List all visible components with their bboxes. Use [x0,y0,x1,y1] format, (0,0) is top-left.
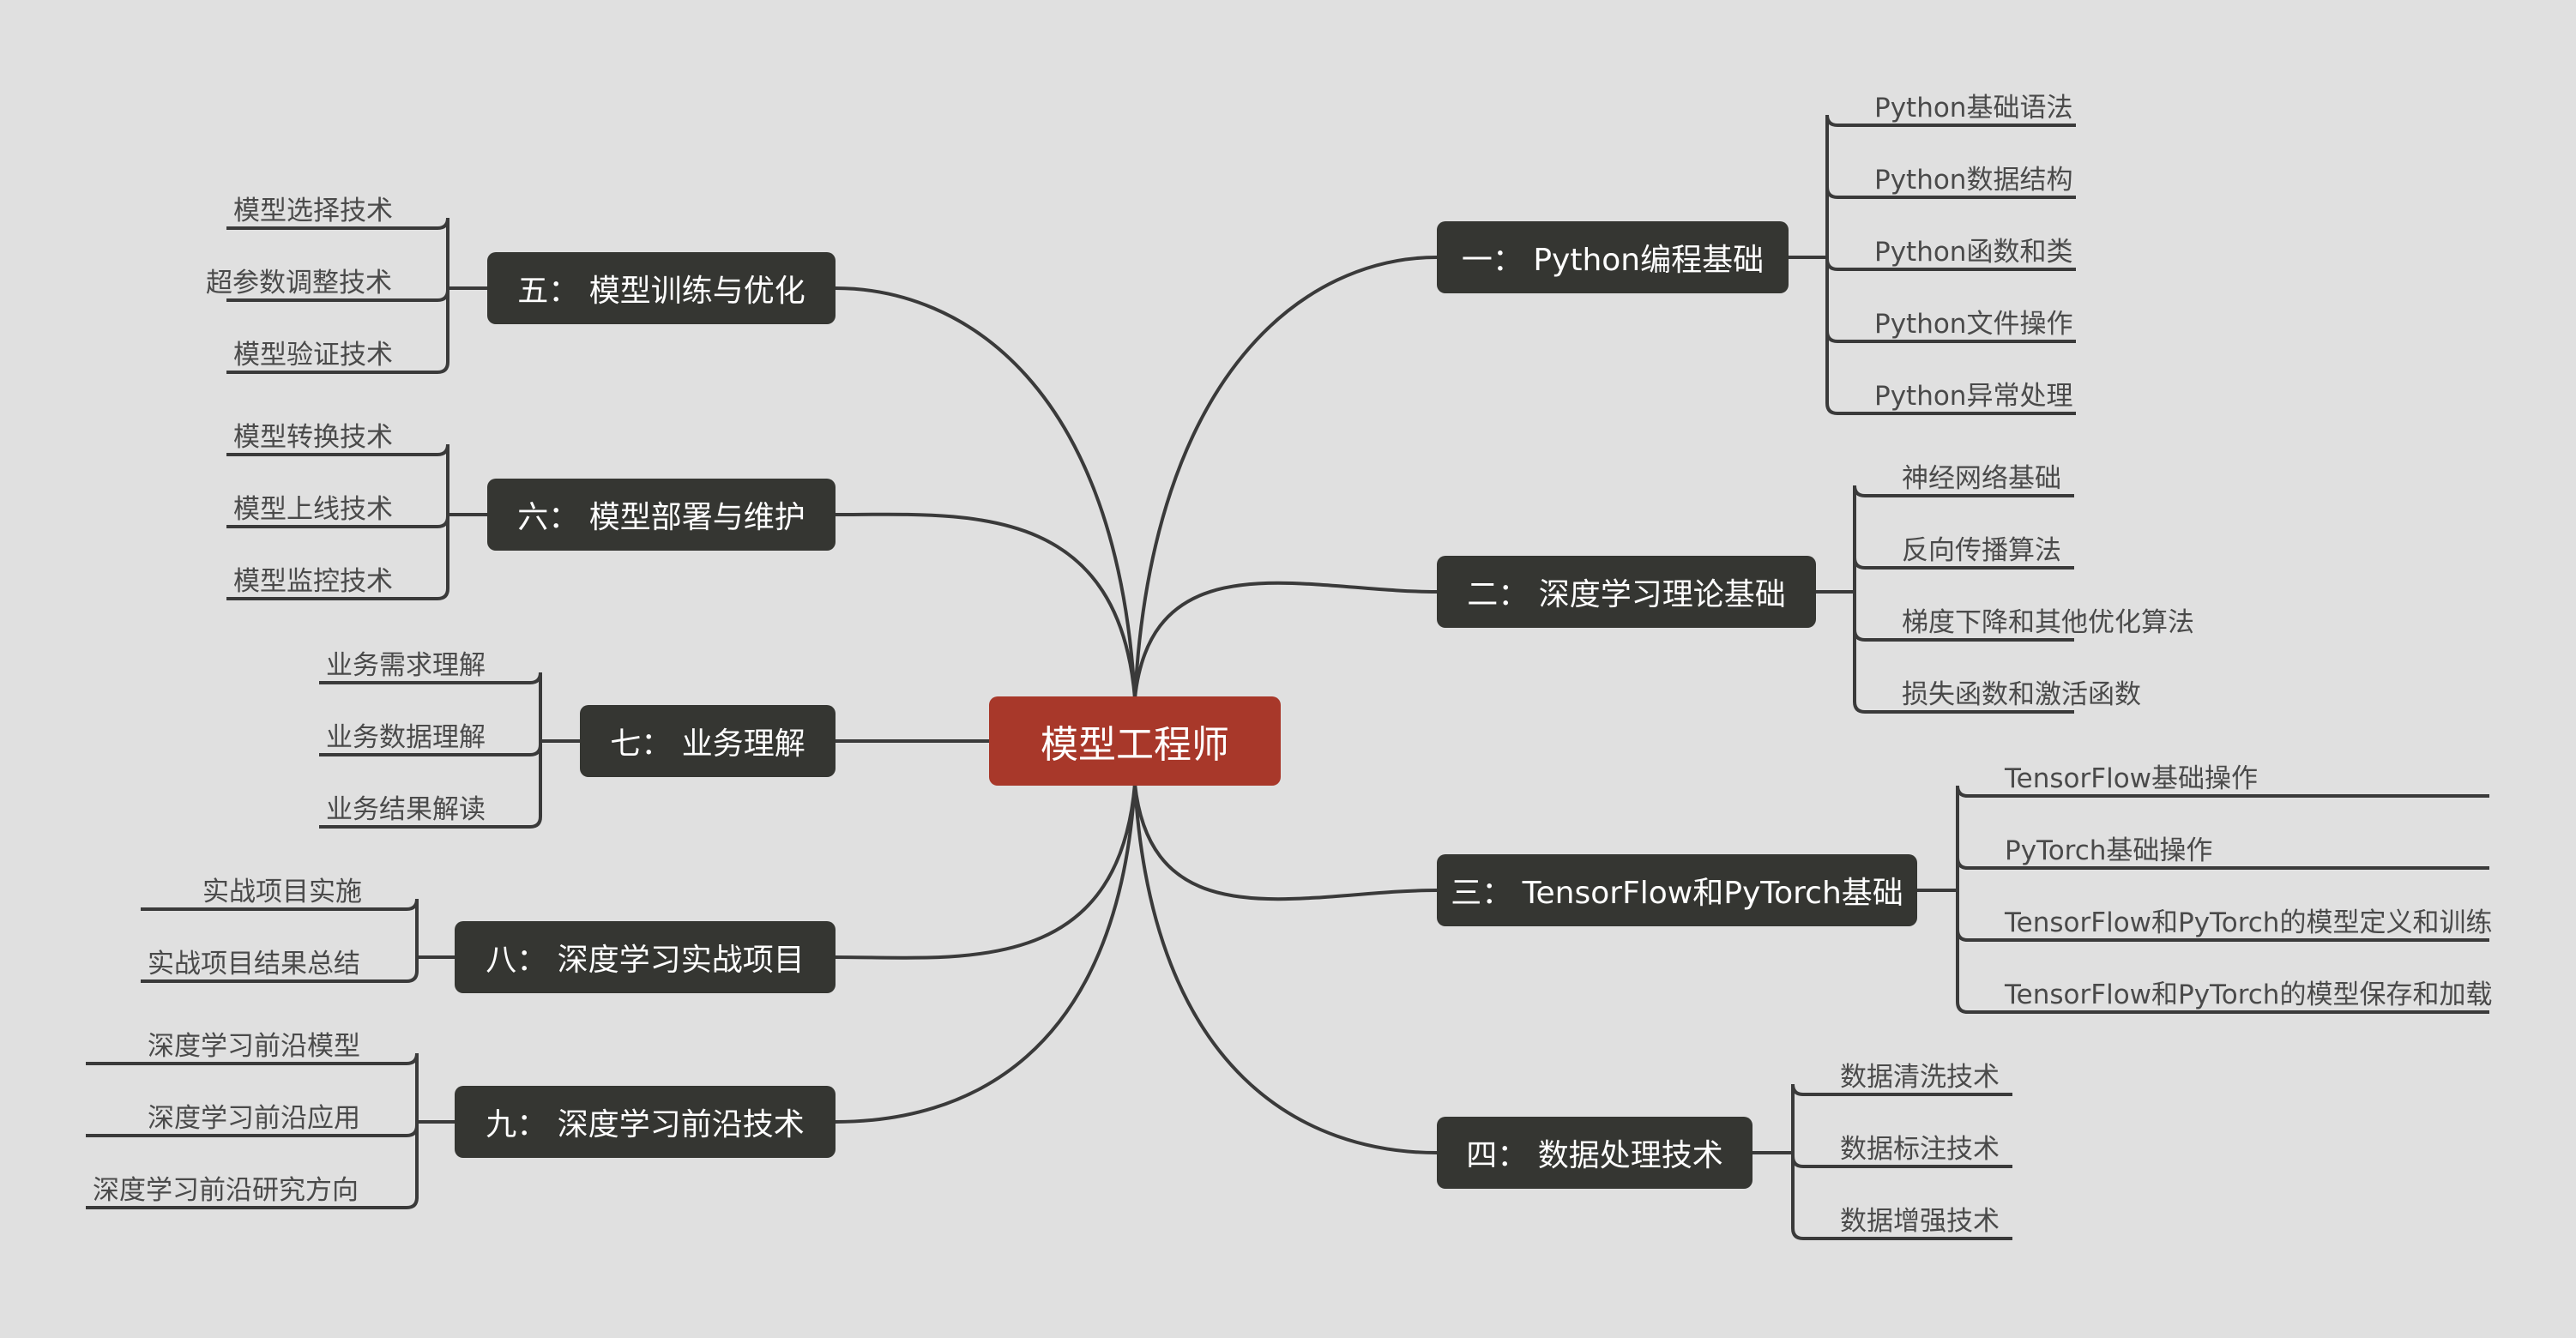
root-node[interactable]: 模型工程师 [989,696,1281,786]
leaf-b6-2[interactable]: 模型上线技术 [233,494,393,525]
bracket-b7-3 [319,741,542,829]
leaf-b3-1[interactable]: TensorFlow基础操作 [2005,763,2259,794]
branch-frontier-tech[interactable]: 九： 深度学习前沿技术 [455,1086,836,1158]
leaf-b5-3[interactable]: 模型验证技术 [233,340,393,371]
leaf-b3-4[interactable]: TensorFlow和PyTorch的模型保存和加载 [2005,979,2493,1010]
bracket-b3-1 [1956,785,2489,890]
bracket-b1-2 [1825,186,2076,257]
bracket-b1-1 [1825,114,2076,257]
branch-tensorflow-pytorch[interactable]: 三： TensorFlow和PyTorch基础 [1437,854,1917,926]
leaf-b4-3[interactable]: 数据增强技术 [1840,1206,2000,1237]
leaf-b2-2[interactable]: 反向传播算法 [1902,535,2061,566]
leaf-b4-2[interactable]: 数据标注技术 [1840,1134,2000,1165]
leaf-b4-1[interactable]: 数据清洗技术 [1840,1062,2000,1093]
branch-practice-projects[interactable]: 八： 深度学习实战项目 [455,921,836,993]
leaf-b2-1[interactable]: 神经网络基础 [1902,463,2061,494]
leaf-b1-1[interactable]: Python基础语法 [1874,93,2073,124]
leaf-b3-2[interactable]: PyTorch基础操作 [2005,835,2213,866]
leaf-b8-1[interactable]: 实战项目实施 [202,877,362,907]
link-root-b5 [835,286,1137,699]
leaf-b1-3[interactable]: Python函数和类 [1874,237,2073,268]
leaf-b6-1[interactable]: 模型转换技术 [233,422,393,453]
bracket-b2-2 [1853,557,2074,592]
leaf-b7-3[interactable]: 业务结果解读 [326,794,486,825]
leaf-b5-1[interactable]: 模型选择技术 [233,196,393,226]
link-root-b1 [1133,256,1438,699]
bracket-b5-3 [226,288,449,374]
leaf-b6-3[interactable]: 模型监控技术 [233,566,393,597]
leaf-b8-2[interactable]: 实战项目结果总结 [148,949,360,979]
leaf-b9-1[interactable]: 深度学习前沿模型 [148,1031,360,1062]
link-root-b3 [1133,783,1438,901]
leaf-b9-2[interactable]: 深度学习前沿应用 [148,1103,360,1134]
leaf-b1-5[interactable]: Python异常处理 [1874,381,2073,412]
leaf-b7-2[interactable]: 业务数据理解 [326,722,486,753]
link-root-b9 [835,783,1137,1124]
bracket-b7-1 [319,672,542,741]
link-root-b8 [835,783,1137,960]
branch-data-processing[interactable]: 四： 数据处理技术 [1437,1117,1753,1189]
leaf-b7-1[interactable]: 业务需求理解 [326,650,486,681]
bracket-b8-2 [141,957,419,983]
bracket-b6-3 [226,515,449,600]
bracket-b6-1 [226,443,449,515]
link-root-b2 [1133,581,1438,699]
bracket-b9-1 [86,1052,419,1122]
bracket-b4-3 [1791,1153,2012,1240]
link-root-b4 [1133,783,1438,1154]
branch-python-basics[interactable]: 一： Python编程基础 [1437,221,1789,293]
leaf-b3-3[interactable]: TensorFlow和PyTorch的模型定义和训练 [2005,907,2493,938]
leaf-b2-3[interactable]: 梯度下降和其他优化算法 [1902,607,2194,638]
link-root-b6 [835,512,1137,699]
bracket-b8-1 [141,898,419,957]
branch-deep-learning-theory[interactable]: 二： 深度学习理论基础 [1437,556,1816,628]
branch-business-understanding[interactable]: 七： 业务理解 [580,705,836,777]
branch-model-training[interactable]: 五： 模型训练与优化 [487,252,836,324]
leaf-b1-4[interactable]: Python文件操作 [1874,309,2073,340]
branch-model-deployment[interactable]: 六： 模型部署与维护 [487,479,836,551]
bracket-b2-1 [1853,485,2074,592]
bracket-b3-2 [1956,857,2489,890]
bracket-b1-5 [1825,257,2076,415]
bracket-b5-1 [226,217,449,288]
bracket-b9-3 [86,1122,419,1209]
leaf-b5-2[interactable]: 超参数调整技术 [206,268,392,298]
leaf-b9-3[interactable]: 深度学习前沿研究方向 [93,1175,359,1206]
leaf-b1-2[interactable]: Python数据结构 [1874,165,2073,196]
leaf-b2-4[interactable]: 损失函数和激活函数 [1902,679,2141,710]
bracket-b4-1 [1791,1083,2012,1153]
bracket-b2-4 [1853,592,2074,714]
bracket-b3-4 [1956,890,2489,1014]
